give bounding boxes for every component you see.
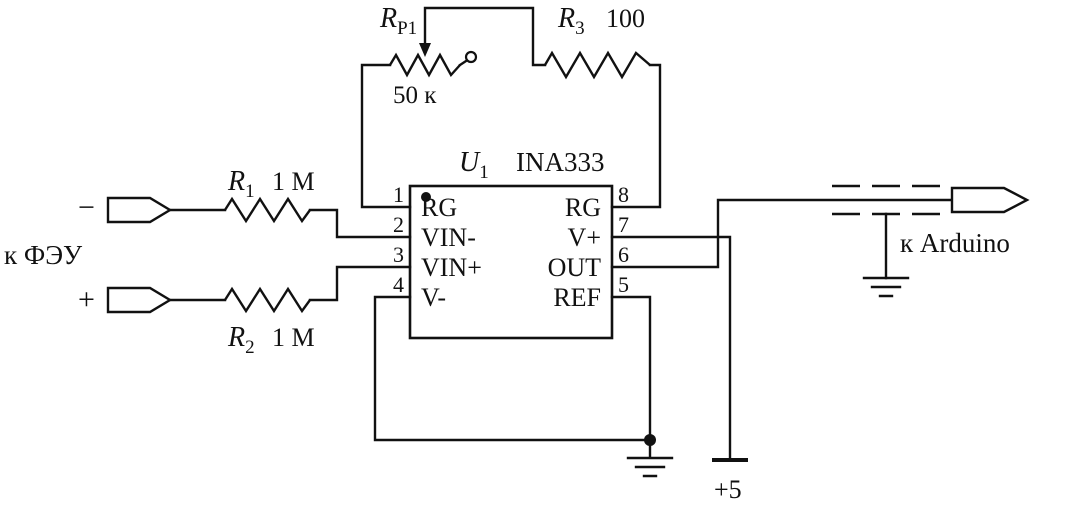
r3-designator: R <box>557 3 575 34</box>
wire-r2-to-pin3 <box>308 265 412 302</box>
pin-number: 7 <box>618 212 629 237</box>
input-plus-connector <box>106 286 173 314</box>
junction-dot <box>644 434 656 446</box>
pin1-marker-dot <box>421 192 431 202</box>
r2-value: 1 M <box>272 323 315 352</box>
r3-label: R3 <box>557 3 585 39</box>
wire-wiper-top <box>423 6 547 67</box>
resistor-r3-body <box>543 50 651 80</box>
pin-number: 4 <box>393 272 404 297</box>
pin-labels-left: RG VIN- VIN+ V- <box>421 193 482 312</box>
ic-part-number: INA333 <box>516 147 605 177</box>
input-plus-sign: + <box>78 283 95 316</box>
wire-vplus-to-supply <box>610 235 732 462</box>
r3-subscript: 3 <box>575 18 585 39</box>
wire-r3-to-pin8 <box>610 63 662 209</box>
wiper-arrowhead <box>419 43 431 57</box>
r1-value: 1 M <box>272 167 315 196</box>
wire-pin4-to-ground <box>373 295 652 442</box>
ground-symbol-shield <box>862 276 910 298</box>
pin-label: VIN- <box>421 223 476 252</box>
potentiometer-rp1-body <box>388 52 461 78</box>
wire-out-to-connector <box>610 198 954 269</box>
output-destination-label: к Arduino <box>900 228 1010 258</box>
r2-subscript: 2 <box>245 337 255 358</box>
cable-shield <box>832 184 940 216</box>
wire-ref-to-ground <box>610 295 652 442</box>
input-minus-sign: − <box>78 191 95 224</box>
pin-label: RG <box>421 193 457 222</box>
output-connector <box>950 186 1030 214</box>
wire-r1-to-pin2 <box>308 208 412 239</box>
r2-designator: R <box>227 322 245 353</box>
rp1-value: 50 к <box>393 82 437 109</box>
pin-label: RG <box>565 193 601 222</box>
pin-label: V- <box>421 283 446 312</box>
pin-number: 2 <box>393 212 404 237</box>
r2-label: R2 <box>227 322 255 358</box>
pin-number: 1 <box>393 182 404 207</box>
rp1-designator: R <box>379 3 397 34</box>
pin-labels-right: RG V+ OUT REF <box>548 193 602 312</box>
pin-number: 5 <box>618 272 629 297</box>
pin-label: REF <box>553 283 601 312</box>
resistor-bodies <box>223 50 651 314</box>
pin-label: V+ <box>568 223 601 252</box>
resistor-r1-body <box>223 196 311 224</box>
ground-symbol-bottom <box>626 438 674 478</box>
r1-designator: R <box>227 166 245 197</box>
pin-label: OUT <box>548 253 602 282</box>
pin-numbers-right: 8 7 6 5 <box>618 182 629 297</box>
pot-open-terminal <box>464 50 478 64</box>
pin-label: VIN+ <box>421 253 482 282</box>
r3-value: 100 <box>606 4 645 33</box>
wire-pot-to-pin1 <box>360 63 412 209</box>
connector-tags <box>106 186 1030 314</box>
pin-number: 8 <box>618 182 629 207</box>
rp1-subscript: P1 <box>397 18 417 39</box>
r1-subscript: 1 <box>245 181 255 202</box>
ic-designator-letter: U <box>459 147 481 178</box>
ic-designator-subscript: 1 <box>479 162 489 183</box>
input-minus-connector <box>106 196 173 224</box>
resistor-r2-body <box>223 286 311 314</box>
pin-number: 6 <box>618 242 629 267</box>
pin-numbers-left: 1 2 3 4 <box>393 182 404 297</box>
ic-body <box>408 184 614 340</box>
wire-pot-open-lead <box>458 59 468 67</box>
rp1-label: RP1 <box>379 3 417 39</box>
input-source-label: к ФЭУ <box>4 240 83 270</box>
ic-designator: U1 <box>459 147 489 183</box>
wires <box>168 6 954 478</box>
supply-label: +5 <box>714 475 742 504</box>
r1-label: R1 <box>227 166 255 202</box>
pin-number: 3 <box>393 242 404 267</box>
